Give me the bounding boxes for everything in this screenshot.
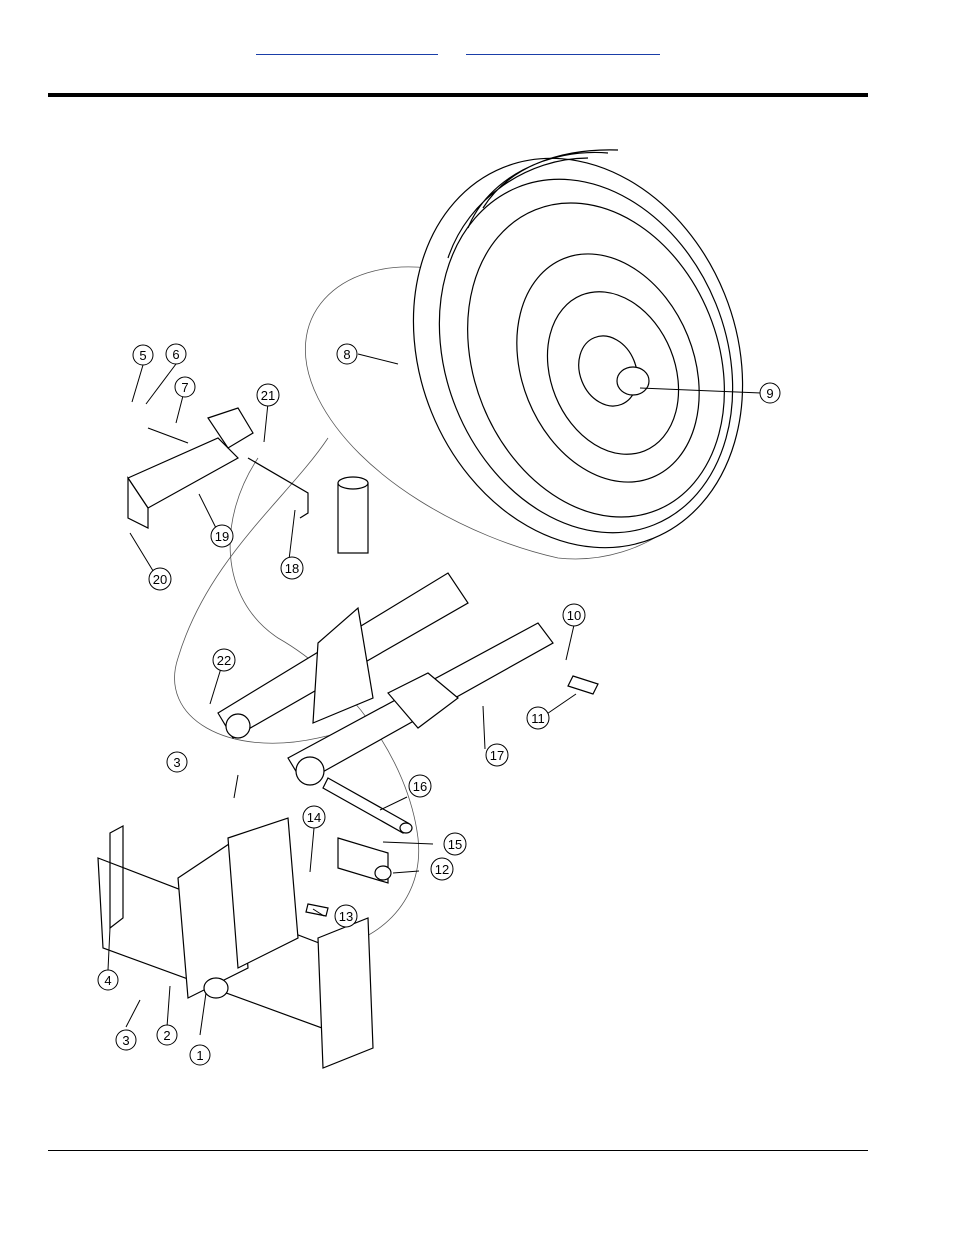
callout-13-label: 13 [339,909,353,924]
header-link-right[interactable] [466,36,660,55]
bolt-11 [568,676,598,694]
callout-18: 18 [281,557,303,579]
handle-rod [248,458,308,518]
callout-17-label: 17 [490,748,504,763]
callout-22-label: 22 [217,653,231,668]
callout-18-label: 18 [285,561,299,576]
callout-1: 1 [190,1045,210,1065]
callout-22: 22 [213,649,235,671]
callout-9-label: 9 [766,386,773,401]
callout-11: 11 [527,707,549,729]
callout-21: 21 [257,384,279,406]
callout-19-label: 19 [215,529,229,544]
pin [323,778,412,833]
latch-bracket [128,408,253,528]
callout-2-label: 2 [163,1028,170,1043]
callout-20-label: 20 [153,572,167,587]
header-link-left[interactable] [256,36,438,55]
callout-15: 15 [444,833,466,855]
callout-4: 4 [98,970,118,990]
callout-2: 2 [157,1025,177,1045]
callout-19: 19 [211,525,233,547]
callout-3b: 3 [167,752,187,772]
callout-3b-label: 3 [173,755,180,770]
callout-3a-label: 3 [122,1033,129,1048]
callout-5-label: 5 [139,348,146,363]
callout-8: 8 [337,344,357,364]
callout-8-label: 8 [343,347,350,362]
callout-14: 14 [303,806,325,828]
callout-15-label: 15 [448,837,462,852]
callout-14-label: 14 [307,810,321,825]
bolt-13 [306,904,328,916]
callout-1-label: 1 [196,1048,203,1063]
wheel-assembly [357,138,788,598]
callout-6: 6 [166,344,186,364]
pivot-assembly [313,477,373,723]
callout-5: 5 [133,345,153,365]
callout-13: 13 [335,905,357,927]
sleeve [338,838,391,883]
callout-6-label: 6 [172,347,179,362]
top-rule [48,93,868,97]
callout-3a: 3 [116,1030,136,1050]
callout-12-label: 12 [435,862,449,877]
callout-17: 17 [486,744,508,766]
bottom-rule [48,1150,868,1151]
callout-21-label: 21 [261,388,275,403]
callout-12: 12 [431,858,453,880]
callout-7: 7 [175,377,195,397]
callout-7-label: 7 [181,380,188,395]
callout-16-label: 16 [413,779,427,794]
callout-10: 10 [563,604,585,626]
callout-4-label: 4 [104,973,111,988]
callout-20: 20 [149,568,171,590]
parts-diagram: 1 2 3 3 4 5 6 7 8 9 10 11 12 13 14 15 16… [88,138,788,1078]
callout-16: 16 [409,775,431,797]
callout-10-label: 10 [567,608,581,623]
frame-tube [98,818,373,1068]
callout-11-label: 11 [531,711,545,726]
callout-9: 9 [760,383,780,403]
